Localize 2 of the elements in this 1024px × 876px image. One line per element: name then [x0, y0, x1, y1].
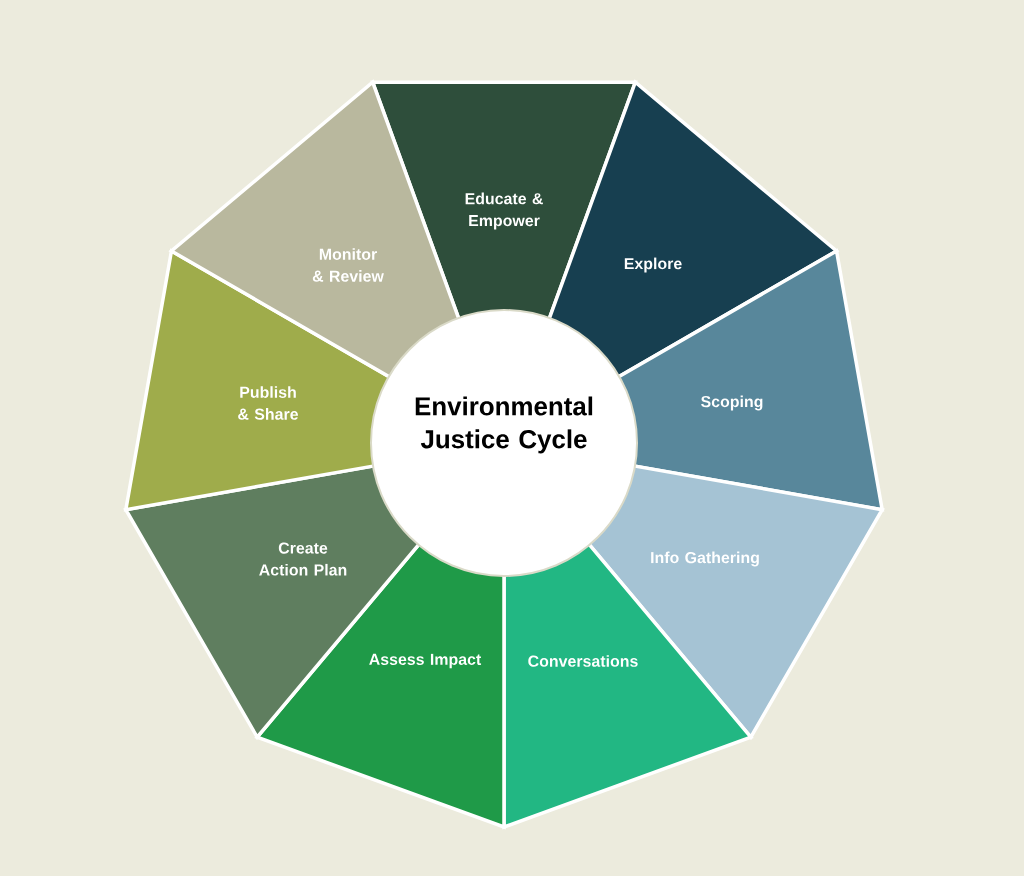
wheel-segment: Explore: [544, 79, 840, 384]
wheel-segment: Monitor & Review: [168, 79, 464, 384]
